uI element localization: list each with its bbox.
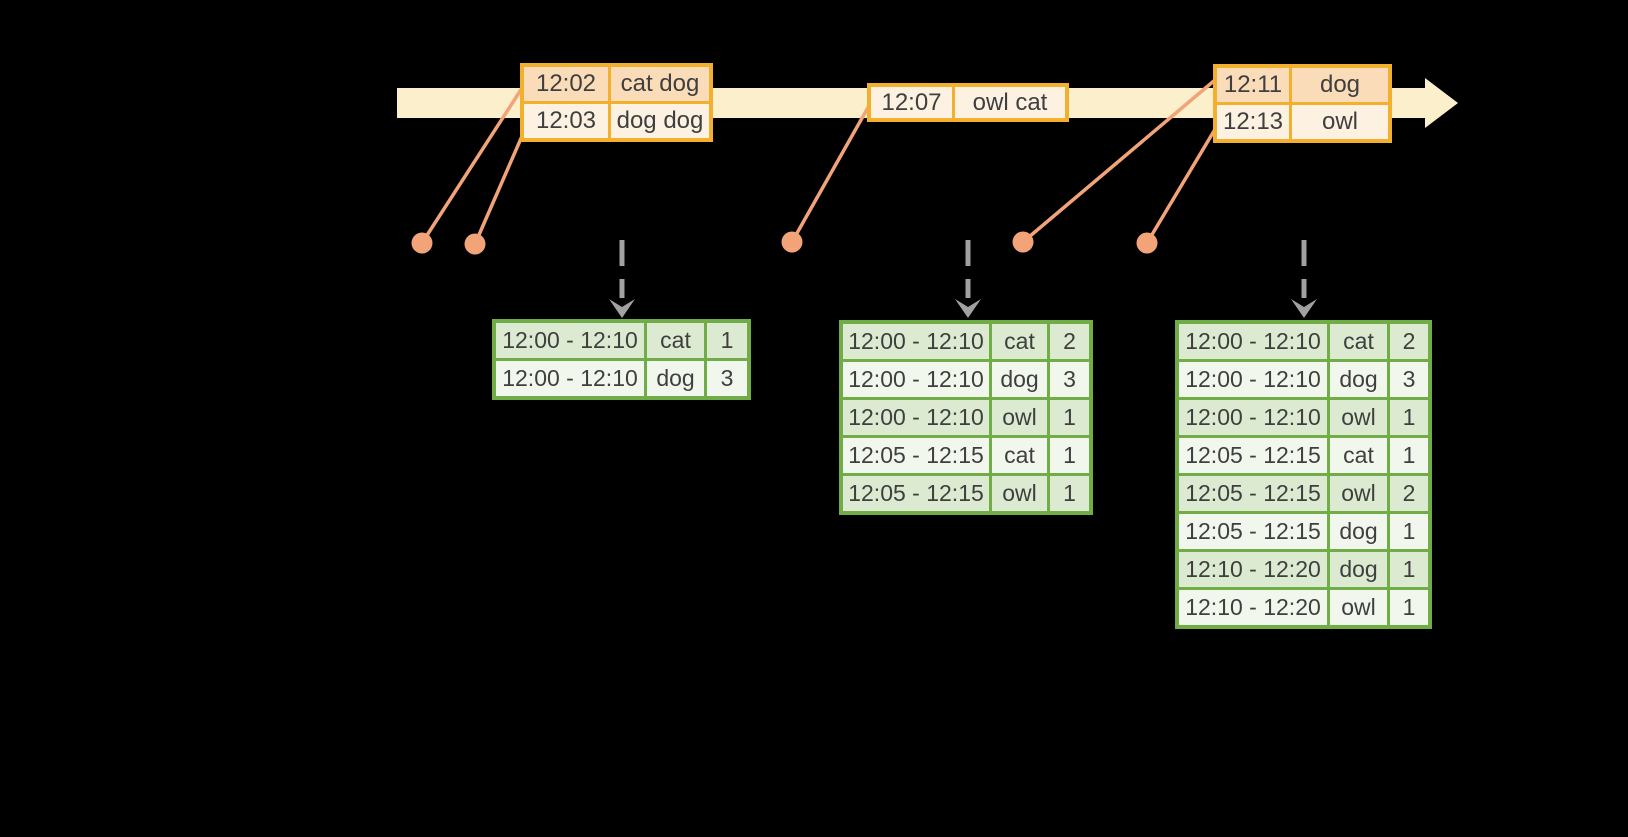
count-cell: 1 [1390,400,1428,435]
word-cell: owl [1330,590,1387,625]
event-time: 12:03 [524,104,608,138]
event-box-2: 12:07 owl cat [867,83,1069,122]
window-cell: 12:00 - 12:10 [843,362,989,397]
count-cell: 3 [1390,362,1428,397]
event-row: 12:11 dog [1217,68,1388,102]
count-cell: 1 [1390,552,1428,587]
event-row: 12:03 dog dog [524,104,709,138]
word-cell: cat [1330,324,1387,359]
event-words: dog dog [611,104,709,138]
window-cell: 12:00 - 12:10 [1179,362,1327,397]
event-dot [411,232,433,254]
window-cell: 12:00 - 12:10 [843,324,989,359]
count-cell: 2 [1050,324,1089,359]
word-cell: cat [992,324,1047,359]
event-box-3: 12:11 dog 12:13 owl [1213,64,1392,143]
table-row: 12:00 - 12:10 dog 3 [1179,362,1428,397]
window-cell: 12:00 - 12:10 [496,361,644,396]
table-row: 12:05 - 12:15 cat 1 [1179,438,1428,473]
event-row: 12:02 cat dog [524,67,709,101]
table-row: 12:10 - 12:20 owl 1 [1179,590,1428,625]
event-words: dog [1292,68,1388,102]
word-cell: cat [647,323,704,358]
table-row: 12:05 - 12:15 dog 1 [1179,514,1428,549]
connector-line [420,84,526,244]
event-box-1: 12:02 cat dog 12:03 dog dog [520,63,713,142]
trigger-arrow-icon [955,240,981,318]
connector-line [790,103,872,243]
word-cell: owl [1330,476,1387,511]
event-words: owl [1292,105,1388,139]
event-dots [411,231,1158,255]
table-row: 12:05 - 12:15 cat 1 [843,438,1089,473]
word-cell: dog [647,361,704,396]
window-cell: 12:05 - 12:15 [1179,514,1327,549]
connector-lines [420,78,1219,245]
count-cell: 3 [1050,362,1089,397]
trigger-arrow-icon [609,240,635,318]
event-words: owl cat [955,87,1065,118]
result-table-1: 12:00 - 12:10 cat 1 12:00 - 12:10 dog 3 [492,319,751,400]
table-row: 12:00 - 12:10 owl 1 [1179,400,1428,435]
window-cell: 12:00 - 12:10 [1179,324,1327,359]
count-cell: 1 [1050,476,1089,511]
word-cell: owl [992,400,1047,435]
event-time: 12:02 [524,67,608,101]
count-cell: 1 [1050,400,1089,435]
trigger-arrows [609,240,1317,318]
table-row: 12:00 - 12:10 dog 3 [496,361,747,396]
count-cell: 2 [1390,324,1428,359]
table-row: 12:00 - 12:10 cat 1 [496,323,747,358]
count-cell: 1 [1390,590,1428,625]
word-cell: cat [1330,438,1387,473]
table-row: 12:00 - 12:10 dog 3 [843,362,1089,397]
count-cell: 1 [1390,438,1428,473]
table-row: 12:05 - 12:15 owl 1 [843,476,1089,511]
window-cell: 12:00 - 12:10 [496,323,644,358]
count-cell: 3 [707,361,747,396]
event-time: 12:13 [1217,105,1289,139]
table-row: 12:00 - 12:10 owl 1 [843,400,1089,435]
window-cell: 12:05 - 12:15 [1179,438,1327,473]
word-cell: owl [1330,400,1387,435]
table-row: 12:05 - 12:15 owl 2 [1179,476,1428,511]
count-cell: 1 [707,323,747,358]
timeline-arrowhead-icon [1425,78,1458,128]
event-words: cat dog [611,67,709,101]
count-cell: 2 [1390,476,1428,511]
word-cell: dog [1330,514,1387,549]
result-table-2: 12:00 - 12:10 cat 2 12:00 - 12:10 dog 3 … [839,320,1093,515]
table-row: 12:10 - 12:20 dog 1 [1179,552,1428,587]
event-row: 12:13 owl [1217,105,1388,139]
connector-line [1145,125,1219,244]
window-cell: 12:00 - 12:10 [843,400,989,435]
window-cell: 12:00 - 12:10 [1179,400,1327,435]
event-dot [781,231,803,253]
event-dot [464,233,486,255]
table-row: 12:00 - 12:10 cat 2 [1179,324,1428,359]
word-cell: dog [1330,552,1387,587]
event-dot [1012,231,1034,253]
table-row: 12:00 - 12:10 cat 2 [843,324,1089,359]
count-cell: 1 [1390,514,1428,549]
count-cell: 1 [1050,438,1089,473]
connector-line [473,126,528,245]
window-cell: 12:05 - 12:15 [1179,476,1327,511]
result-table-3: 12:00 - 12:10 cat 2 12:00 - 12:10 dog 3 … [1175,320,1432,629]
window-cell: 12:10 - 12:20 [1179,552,1327,587]
window-cell: 12:10 - 12:20 [1179,590,1327,625]
event-row: 12:07 owl cat [871,87,1065,118]
event-dot [1136,232,1158,254]
word-cell: cat [992,438,1047,473]
window-cell: 12:05 - 12:15 [843,476,989,511]
event-time: 12:11 [1217,68,1289,102]
word-cell: owl [992,476,1047,511]
connector-line [1021,78,1217,244]
trigger-arrow-icon [1291,240,1317,318]
event-time: 12:07 [871,87,952,118]
window-cell: 12:05 - 12:15 [843,438,989,473]
word-cell: dog [1330,362,1387,397]
word-cell: dog [992,362,1047,397]
